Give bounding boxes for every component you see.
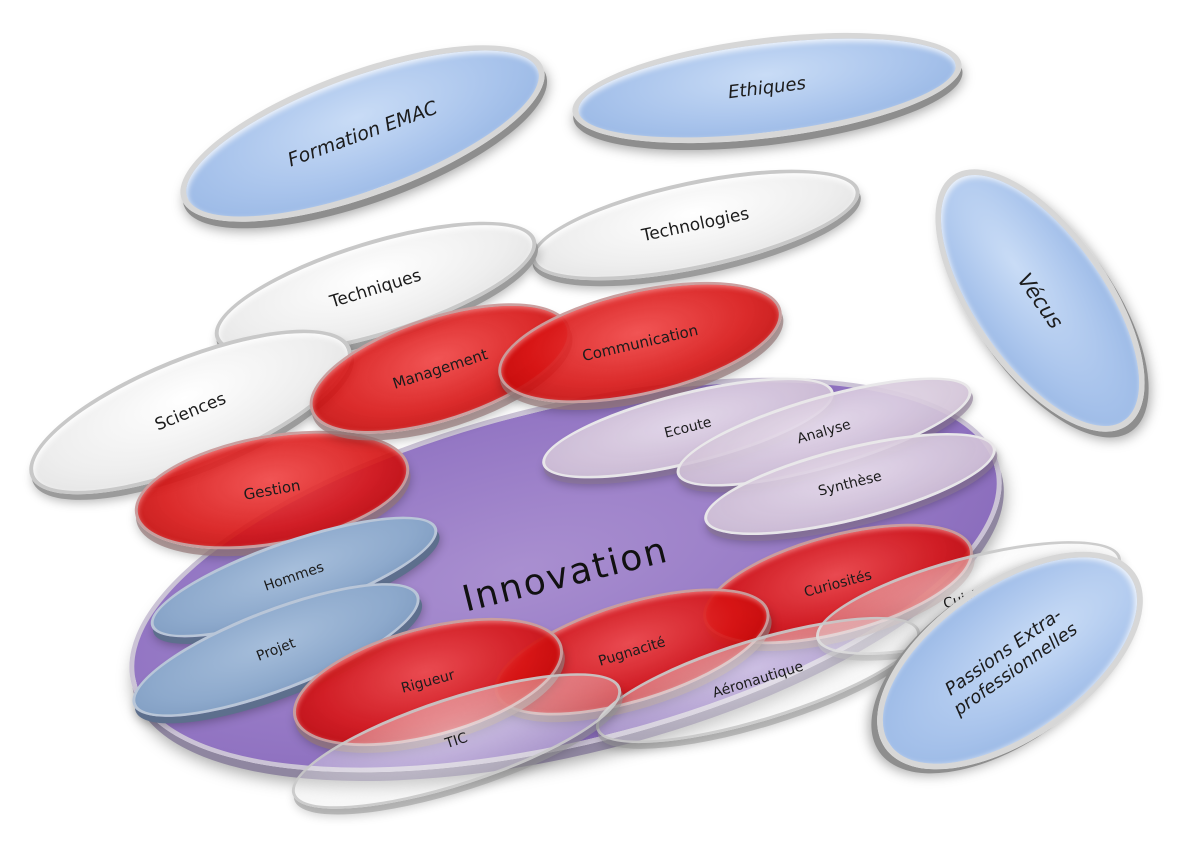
oval-label-tic: TIC bbox=[442, 729, 470, 753]
oval-label-rigueur: Rigueur bbox=[399, 667, 457, 697]
oval-label-synthese: Synthèse bbox=[816, 468, 884, 500]
oval-label-aeronautique: Aéronautique bbox=[710, 658, 806, 702]
oval-label-gestion: Gestion bbox=[242, 476, 302, 504]
oval-label-ethiques: Ethiques bbox=[726, 72, 808, 104]
oval-label-ecoute: Ecoute bbox=[662, 414, 714, 442]
oval-label-communication: Communication bbox=[580, 319, 700, 365]
oval-label-projet: Projet bbox=[254, 635, 298, 665]
oval-label-management: Management bbox=[390, 344, 490, 392]
oval-label-passions: Passions Extra- professionnelles bbox=[941, 603, 1082, 720]
oval-label-sciences: Sciences bbox=[151, 388, 229, 436]
oval-label-hommes: Hommes bbox=[261, 559, 327, 595]
oval-label-techniques: Techniques bbox=[326, 264, 424, 312]
oval-label-technologies: Technologies bbox=[639, 203, 751, 247]
oval-label-formation-emac: Formation EMAC bbox=[284, 95, 440, 171]
oval-label-analyse: Analyse bbox=[795, 416, 853, 448]
oval-ethiques: Ethiques bbox=[566, 14, 968, 162]
oval-label-pugnacite: Pugnacité bbox=[596, 634, 668, 670]
oval-technologies: Technologies bbox=[522, 147, 868, 303]
oval-formation-emac: Formation EMAC bbox=[159, 8, 565, 258]
oval-label-vecus: Vécus bbox=[1012, 267, 1068, 333]
